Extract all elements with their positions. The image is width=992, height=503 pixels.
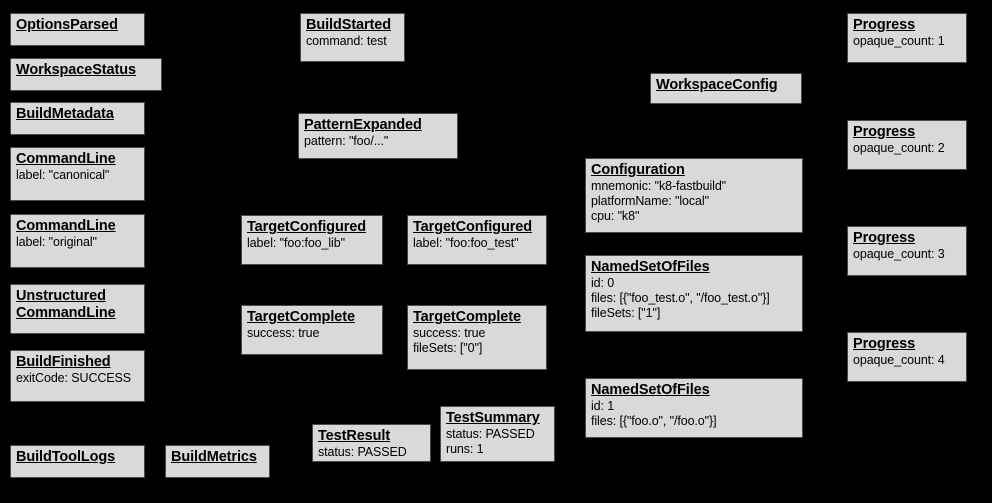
node-fields: label: "foo:foo_test" [413,235,519,250]
node-build-metrics[interactable]: BuildMetrics [165,445,270,478]
node-title: WorkspaceStatus [16,62,136,78]
node-unstructured-command-line[interactable]: Unstructured CommandLine [10,284,145,334]
node-title: Progress [853,124,916,140]
node-fields: opaque_count: 4 [853,352,945,367]
node-title: BuildFinished [16,354,111,370]
node-title: TestSummary [446,410,540,426]
node-title: TargetConfigured [413,219,532,235]
node-fields: label: "original" [16,234,97,249]
node-title: CommandLine [16,218,116,234]
node-build-metadata[interactable]: BuildMetadata [10,102,145,135]
node-fields: id: 1 files: [{"foo.o", "/foo.o"}] [591,398,717,428]
node-fields: success: true fileSets: ["0"] [413,325,486,355]
node-title: TargetConfigured [247,219,366,235]
node-fields: label: "canonical" [16,167,110,182]
node-title: Progress [853,230,916,246]
node-title: Progress [853,17,916,33]
node-title: PatternExpanded [304,117,422,133]
node-fields: pattern: "foo/..." [304,133,389,148]
node-title: Progress [853,336,916,352]
node-fields: exitCode: SUCCESS [16,370,132,385]
node-title: TestResult [318,428,391,444]
node-fields: status: PASSED [318,444,407,459]
node-title: NamedSetOfFiles [591,382,710,398]
node-title: TargetComplete [247,309,355,325]
node-fields: opaque_count: 3 [853,246,945,261]
node-build-tool-logs[interactable]: BuildToolLogs [10,445,145,478]
node-fields: success: true [247,325,320,340]
node-title: BuildStarted [306,17,392,33]
node-fields: opaque_count: 1 [853,33,945,48]
node-fields: status: PASSED runs: 1 [446,426,535,456]
node-workspace-config[interactable]: WorkspaceConfig [650,73,802,104]
node-title: BuildMetrics [171,449,257,465]
node-workspace-status[interactable]: WorkspaceStatus [10,58,162,91]
node-title: BuildToolLogs [16,449,116,465]
node-title: Unstructured CommandLine [16,288,116,321]
node-title: TargetComplete [413,309,521,325]
node-fields: label: "foo:foo_lib" [247,235,345,250]
node-fields: id: 0 files: [{"foo_test.o", "/foo_test.… [591,275,770,320]
node-title: Configuration [591,162,685,178]
node-title: NamedSetOfFiles [591,259,710,275]
node-title: CommandLine [16,151,116,167]
node-options-parsed[interactable]: OptionsParsed [10,13,145,46]
node-fields: mnemonic: "k8-fastbuild" platformName: "… [591,178,727,223]
node-fields: command: test [306,33,387,48]
node-fields: opaque_count: 2 [853,140,945,155]
node-title: WorkspaceConfig [656,77,778,93]
node-title: OptionsParsed [16,17,118,33]
node-title: BuildMetadata [16,106,114,122]
